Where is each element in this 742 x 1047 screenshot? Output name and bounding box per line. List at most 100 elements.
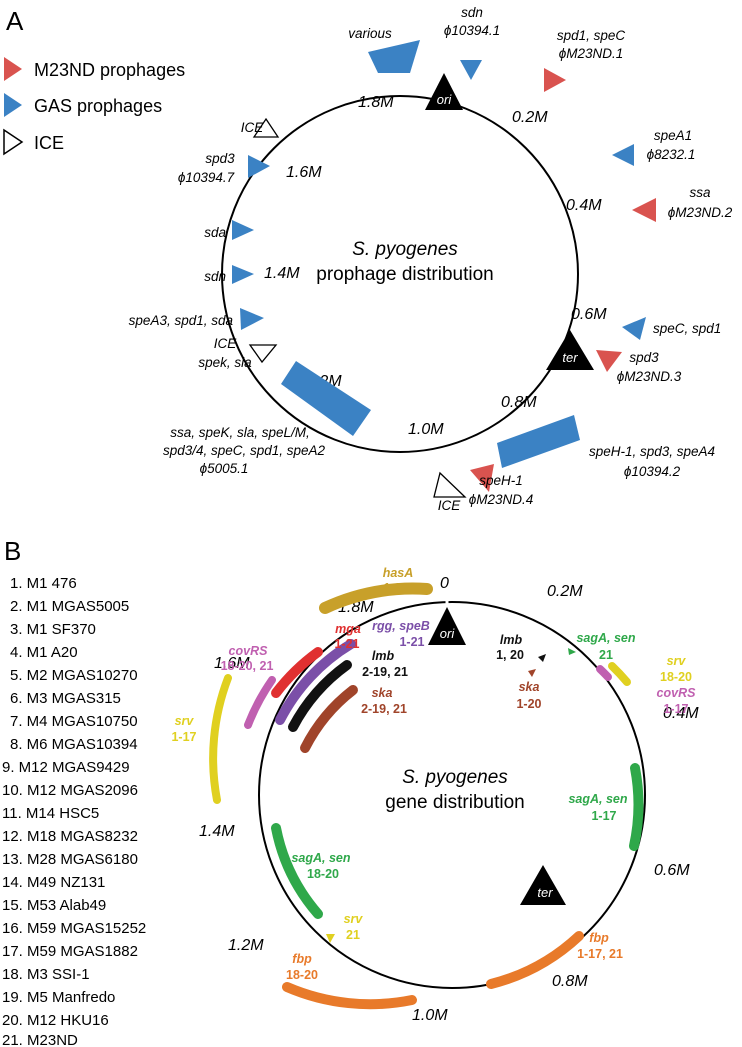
svg-text:ϕ10394.2: ϕ10394.2 — [624, 464, 681, 479]
svg-text:ter: ter — [537, 885, 553, 900]
gene-arc-srv — [209, 674, 232, 804]
ori-marker-b: ori — [428, 607, 466, 645]
gene-arc-rgg — [275, 639, 356, 725]
gene-arc-covRS — [244, 676, 276, 729]
center-title-a: S. pyogenes — [352, 239, 458, 260]
svg-text:sagA, sen: sagA, sen — [568, 792, 627, 806]
svg-text:18-20: 18-20 — [286, 968, 318, 982]
svg-text:covRS: covRS — [657, 686, 697, 700]
svg-text:srv: srv — [344, 912, 364, 926]
scale-1-0m: 1.0M — [408, 421, 444, 438]
strain-item: 14. M49 NZ131 — [2, 874, 105, 891]
svg-text:various: various — [348, 26, 392, 41]
strain-item: 5. M2 MGAS10270 — [10, 667, 138, 684]
svg-text:18-20: 18-20 — [307, 867, 339, 881]
scale-0-6m: 0.6M — [654, 862, 690, 879]
scale-1-4m: 1.4M — [264, 265, 300, 282]
svg-text:hasA: hasA — [383, 566, 414, 580]
svg-text:ϕM23ND.2: ϕM23ND.2 — [668, 205, 733, 220]
prophage-marker — [612, 144, 634, 166]
scale-0-4m: 0.4M — [663, 705, 699, 722]
ter-marker-a: ter — [546, 330, 594, 370]
svg-text:1-21: 1-21 — [383, 581, 408, 595]
svg-text:lmb: lmb — [500, 633, 523, 647]
legend-m23nd-label: M23ND prophages — [34, 60, 185, 80]
svg-text:speC, spd1: speC, spd1 — [653, 321, 721, 336]
gene-arcs — [209, 582, 644, 1010]
gene-arc-covRS — [596, 665, 612, 681]
scale-1-6m: 1.6M — [214, 655, 250, 672]
svg-text:ter: ter — [562, 350, 578, 365]
svg-text:covRS: covRS — [229, 644, 269, 658]
gene-point-markers — [326, 648, 576, 943]
prophage-marker — [632, 198, 656, 222]
svg-text:speH-1: speH-1 — [479, 473, 523, 488]
ori-marker-a: ori — [425, 73, 463, 110]
prophage-labels-a: sdn ϕ10394.1 spd1, speC ϕM23ND.1 speA1 ϕ… — [129, 5, 733, 513]
strain-item: 18. M3 SSI-1 — [2, 966, 90, 983]
strain-item: 8. M6 MGAS10394 — [10, 736, 138, 753]
strain-item: 17. M59 MGAS1882 — [2, 943, 138, 960]
prophage-marker — [497, 415, 580, 468]
gene-arc-sagA — [629, 763, 644, 851]
gas-legend-icon — [4, 93, 22, 117]
m23nd-legend-icon — [4, 57, 22, 81]
svg-text:srv: srv — [175, 714, 195, 728]
svg-text:1, 20: 1, 20 — [496, 648, 524, 662]
svg-text:fbp: fbp — [589, 931, 609, 945]
svg-text:rgg, speB: rgg, speB — [372, 619, 430, 633]
svg-text:ori: ori — [437, 92, 453, 107]
strain-item: 10. M12 MGAS2096 — [2, 782, 138, 799]
svg-text:21: 21 — [346, 928, 360, 942]
svg-text:1-17, 21: 1-17, 21 — [577, 947, 623, 961]
svg-text:ICE: ICE — [241, 120, 265, 135]
scale-1-8m: 1.8M — [358, 94, 394, 111]
strain-item: 12. M18 MGAS8232 — [2, 828, 138, 845]
scale-1-6m: 1.6M — [286, 164, 322, 181]
svg-text:spd3/4, speC, spd1, speA2: spd3/4, speC, spd1, speA2 — [163, 443, 326, 458]
svg-text:18-20: 18-20 — [660, 670, 692, 684]
svg-text:sdn: sdn — [461, 5, 483, 20]
prophage-marker — [281, 361, 371, 436]
scale-0-8m: 0.8M — [552, 973, 588, 990]
svg-text:ska: ska — [519, 680, 540, 694]
svg-text:ϕ10394.7: ϕ10394.7 — [178, 170, 235, 185]
panel-b-label: B — [4, 536, 21, 566]
scale-0-8m: 0.8M — [501, 394, 537, 411]
center-subtitle-a: prophage distribution — [316, 264, 493, 285]
gene-arc-mga — [271, 647, 323, 698]
strain-item: 1. M1 476 — [10, 575, 77, 592]
scale-1-0m: 1.0M — [412, 1007, 448, 1024]
svg-text:1-21: 1-21 — [399, 635, 424, 649]
center-title-b: S. pyogenes — [402, 767, 508, 788]
ice-legend-icon — [3, 128, 24, 156]
svg-text:speA3, spd1, sda: speA3, spd1, sda — [129, 313, 234, 328]
svg-text:ssa, speK, sla, speL/M,: ssa, speK, sla, speL/M, — [170, 425, 310, 440]
svg-text:sda: sda — [204, 225, 226, 240]
svg-text:srv: srv — [667, 654, 687, 668]
strain-item: 13. M28 MGAS6180 — [2, 851, 138, 868]
prophage-marker — [232, 265, 254, 284]
prophage-marker — [596, 350, 622, 372]
strain-item: 19. M5 Manfredo — [2, 989, 115, 1006]
svg-text:2-19, 21: 2-19, 21 — [361, 702, 407, 716]
strain-item: 15. M53 Alab49 — [2, 897, 106, 914]
prophage-marker — [470, 464, 494, 492]
center-subtitle-b: gene distribution — [385, 792, 524, 813]
scale-1-4m: 1.4M — [199, 823, 235, 840]
svg-text:1-17: 1-17 — [663, 702, 688, 716]
svg-text:spd3: spd3 — [205, 151, 235, 166]
strain-item: 2. M1 MGAS5005 — [10, 598, 129, 615]
gene-arc-srv — [608, 662, 631, 686]
scale-0: 0 — [440, 575, 449, 592]
svg-text:lmb: lmb — [372, 649, 395, 663]
svg-text:ssa: ssa — [689, 185, 711, 200]
prophage-marker — [460, 60, 482, 80]
strain-list: 1. M1 476 2. M1 MGAS5005 3. M1 SF370 4. … — [2, 575, 146, 1047]
legend-a: M23ND prophages GAS prophages ICE — [3, 57, 185, 156]
scale-1-2m: 1.2M — [228, 937, 264, 954]
prophage-marker — [544, 68, 566, 92]
scale-0-4m: 0.4M — [566, 197, 602, 214]
gene-arc-ska — [300, 685, 358, 753]
